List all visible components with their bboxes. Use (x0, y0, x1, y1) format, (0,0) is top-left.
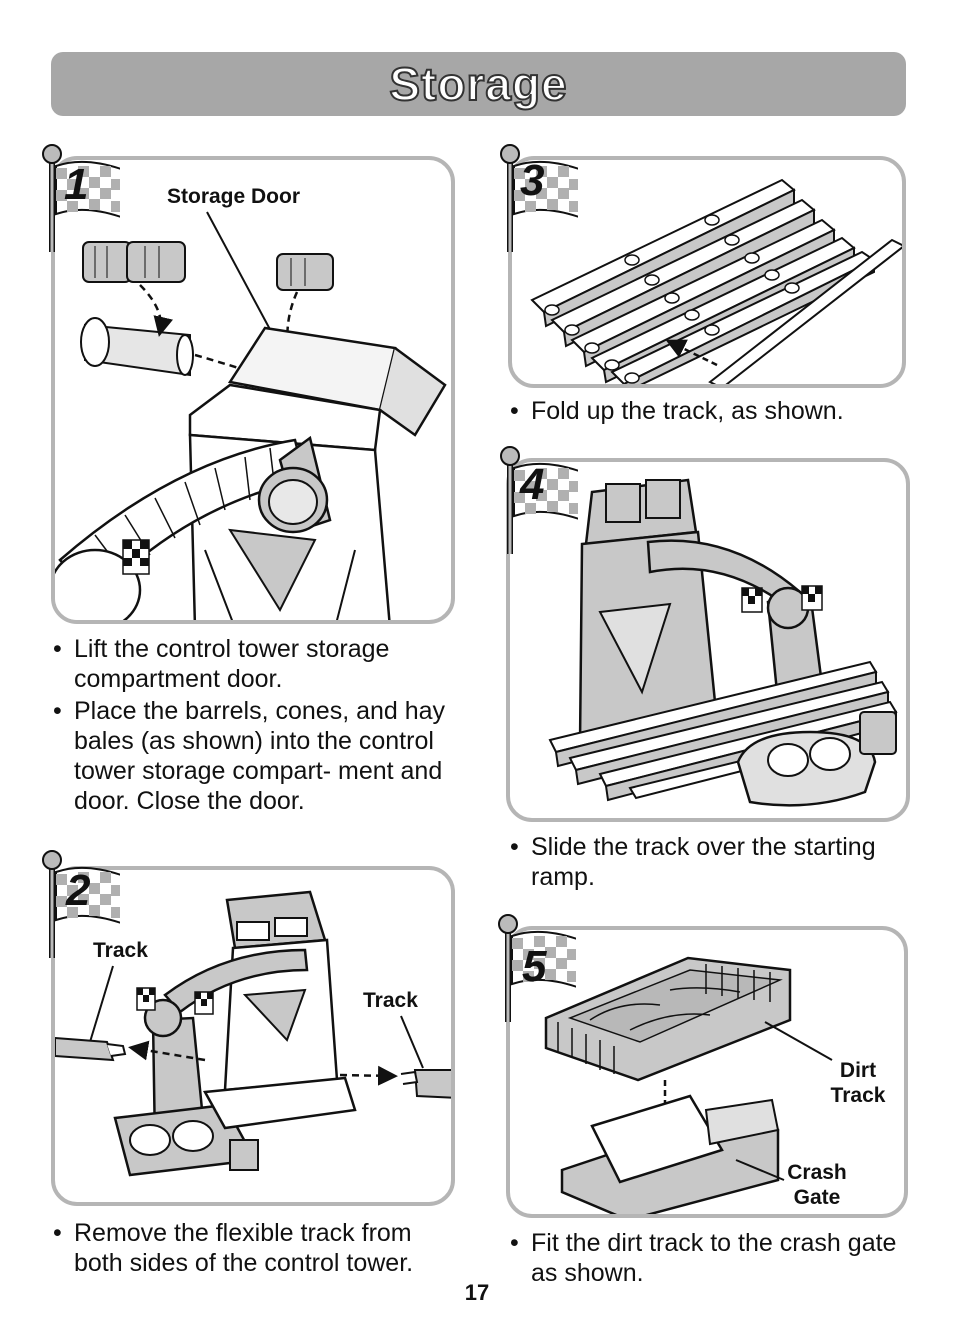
step-2-label-track-right: Track (363, 989, 418, 1012)
step-4-instructions: Slide the track over the starting ramp. (508, 832, 928, 894)
step-3-number: 3 (520, 156, 545, 205)
step-1-bullet-2: Place the barrels, cones, and hay bales … (51, 696, 461, 816)
step-1-number: 1 (64, 160, 89, 209)
step-3-instructions: Fold up the track, as shown. (508, 396, 928, 428)
step-4-number: 4 (520, 460, 545, 509)
checkered-flag-icon (42, 850, 120, 958)
step-5-label-dirt-track: Dirt Track (830, 1059, 886, 1107)
step-5-illustration (544, 956, 833, 1214)
checkered-flag-icon (42, 144, 120, 252)
step-1-instructions: Lift the control tower storage compartme… (51, 634, 461, 818)
step-2-bullet-1: Remove the flexible track from both side… (51, 1218, 461, 1278)
step-3-panel (508, 156, 906, 388)
step-1-bullet-1: Lift the control tower storage compartme… (51, 634, 461, 694)
step-2-label-track-left: Track (93, 939, 148, 962)
step-3-bullet-1: Fold up the track, as shown. (508, 396, 928, 426)
step-5-label-crash-gate: Crash Gate (787, 1161, 847, 1209)
step-2-number: 2 (66, 866, 91, 915)
checkered-flag-icon (500, 144, 578, 252)
checkered-flag-icon (498, 914, 576, 1022)
step-1-panel: Storage Door (51, 156, 455, 624)
step-5-panel: Dirt Track Crash Gate (506, 926, 908, 1218)
step-1-illustration (55, 211, 447, 620)
step-5-instructions: Fit the dirt track to the crash gate as … (508, 1228, 928, 1290)
step-5-bullet-1: Fit the dirt track to the crash gate as … (508, 1228, 928, 1288)
page-number: 17 (464, 1280, 490, 1305)
step-3-illustration (530, 178, 902, 384)
step-4-panel (506, 458, 910, 822)
step-1-label-storage-door: Storage Door (167, 185, 301, 208)
step-2-illustration (55, 890, 451, 1177)
checkered-flag-icon (500, 446, 578, 554)
step-2-instructions: Remove the flexible track from both side… (51, 1218, 461, 1280)
step-4-illustration (548, 478, 898, 807)
step-4-bullet-1: Slide the track over the starting ramp. (508, 832, 928, 892)
title-banner: Storage (51, 52, 906, 116)
page-title: Storage (388, 57, 568, 111)
step-5-number: 5 (522, 942, 547, 991)
